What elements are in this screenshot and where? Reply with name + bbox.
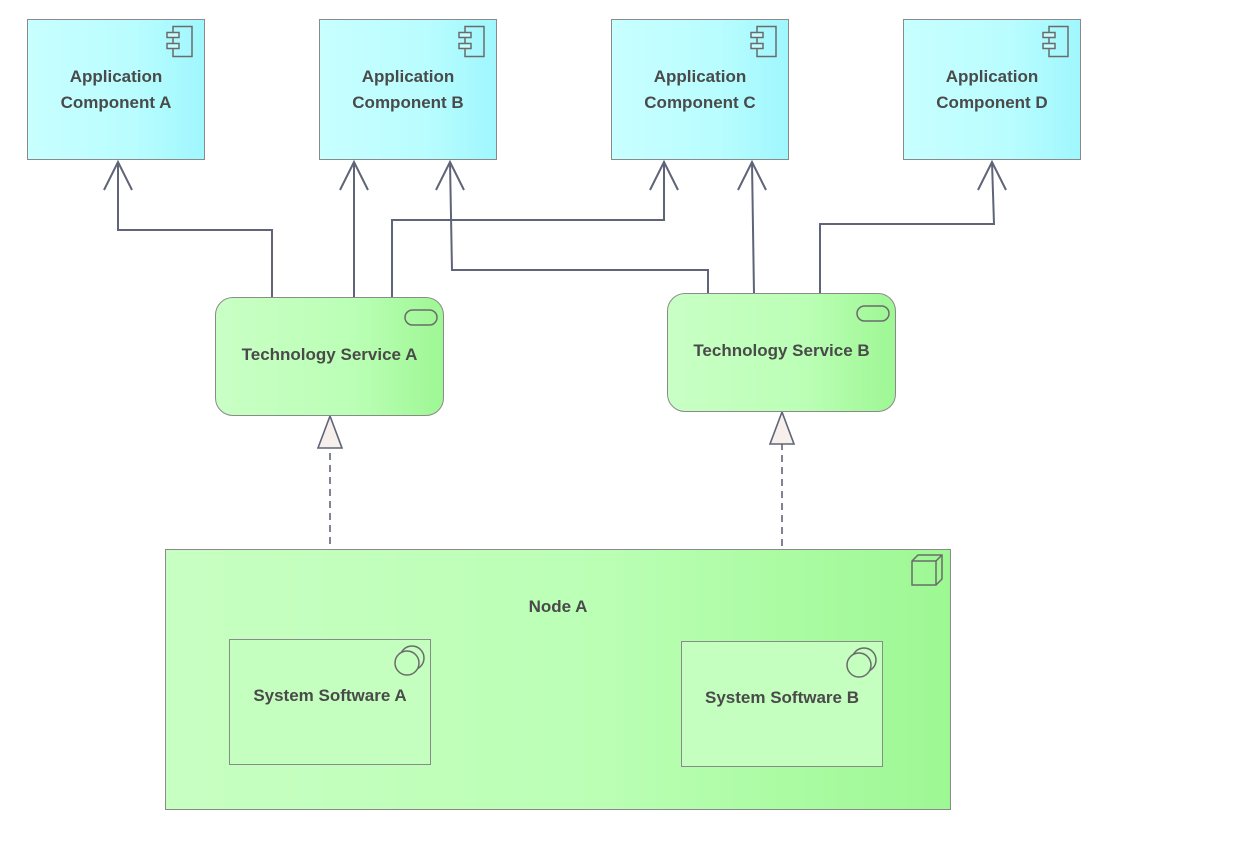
component-label-line2: Component A (60, 93, 172, 112)
serving-arrowhead (435, 159, 465, 191)
application-component-d[interactable]: Application Component D (903, 19, 1081, 160)
serving-arrowhead (103, 159, 133, 191)
system-software-label: System Software A (253, 686, 407, 705)
application-component-b[interactable]: Application Component B (319, 19, 497, 160)
component-label-line1: Application (361, 67, 455, 86)
system-software-b[interactable]: System Software B (681, 641, 883, 767)
component-label-line1: Application (69, 67, 163, 86)
node-label: Node A (528, 597, 588, 616)
service-icon (404, 309, 438, 326)
serving-arrowhead (649, 159, 679, 191)
component-icon (166, 25, 193, 58)
system-software-a[interactable]: System Software A (229, 639, 431, 765)
serving-arrowhead (339, 159, 369, 191)
system-software-icon (394, 645, 425, 676)
serving-arrowhead (977, 159, 1007, 191)
serving-line-tsa-to-aca[interactable] (117, 162, 273, 298)
service-label: Technology Service A (241, 345, 418, 364)
component-label-line1: Application (653, 67, 747, 86)
serving-line-tsb-to-acb[interactable] (449, 161, 709, 294)
serving-line-tsb-to-acc[interactable] (751, 161, 755, 295)
system-software-label: System Software B (705, 688, 859, 707)
component-label-line2: Component B (352, 93, 464, 112)
component-label-line2: Component D (936, 93, 1048, 112)
realization-arrowhead (768, 409, 796, 445)
serving-arrowhead (737, 159, 767, 191)
application-component-a[interactable]: Application Component A (27, 19, 205, 160)
system-software-icon (846, 647, 877, 678)
service-icon (856, 305, 890, 322)
application-component-c[interactable]: Application Component C (611, 19, 789, 160)
component-label-line2: Component C (644, 93, 756, 112)
serving-line-tsa-to-acc[interactable] (391, 162, 665, 298)
serving-line-tsb-to-acd[interactable] (819, 161, 996, 294)
component-label-line1: Application (945, 67, 1039, 86)
node-icon (911, 554, 943, 586)
component-icon (1042, 25, 1069, 58)
component-icon (458, 25, 485, 58)
technology-service-a[interactable]: Technology Service A (215, 297, 444, 416)
component-icon (750, 25, 777, 58)
service-label: Technology Service B (693, 341, 870, 360)
technology-service-b[interactable]: Technology Service B (667, 293, 896, 412)
realization-arrowhead (316, 413, 344, 449)
